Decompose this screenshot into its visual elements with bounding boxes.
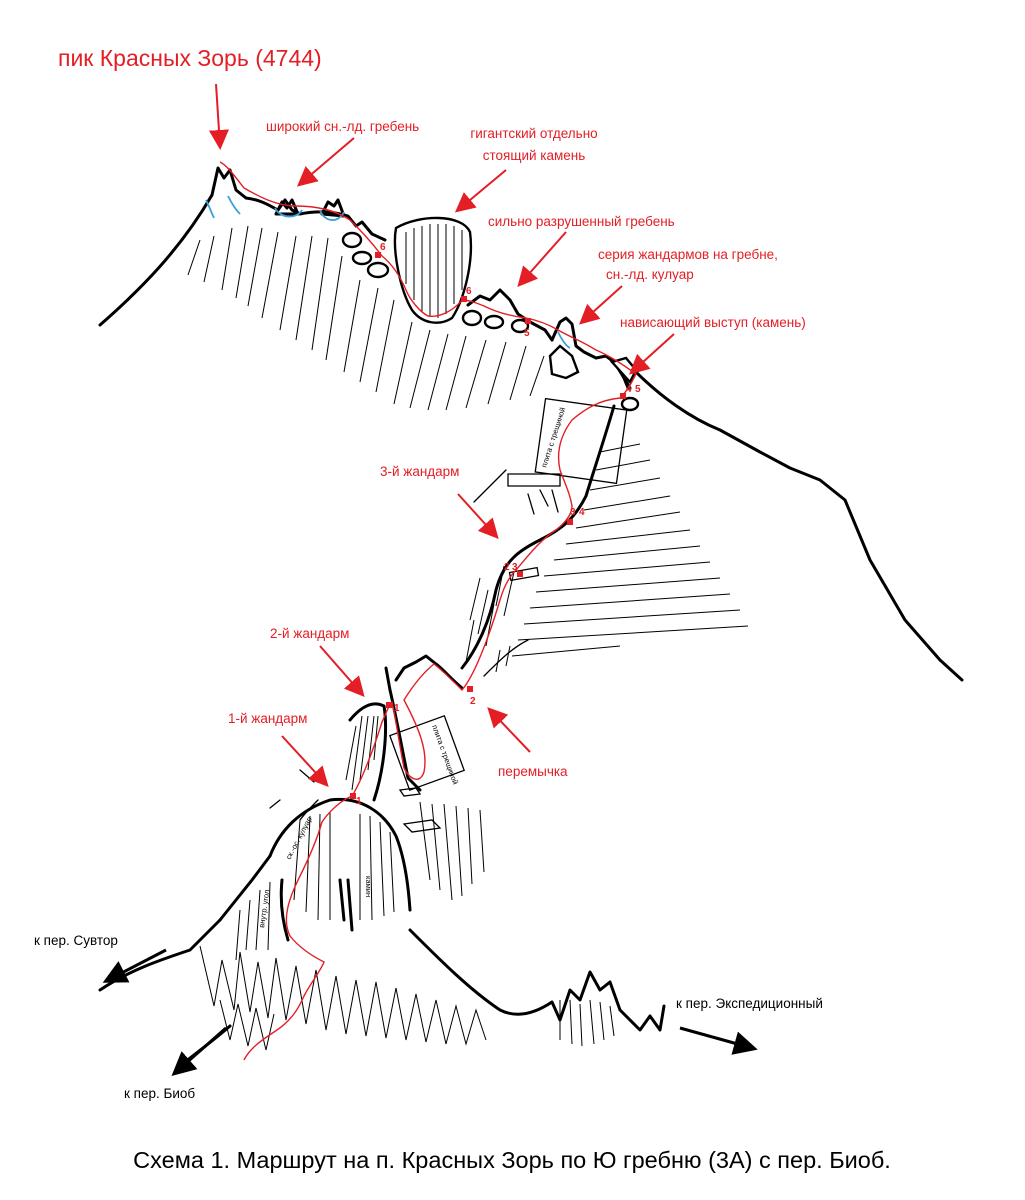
label-gendarme-1: 1-й жандарм <box>228 711 307 726</box>
belay-points <box>350 252 626 799</box>
belay-number: 6 <box>380 242 386 253</box>
label-arrows <box>208 83 675 787</box>
label-crack-slab-lower: плита с трещиной <box>430 724 460 786</box>
belay-number: 1 <box>394 703 400 714</box>
right-face <box>634 370 964 682</box>
belay-numbers: 6 6 5 4 5 3 4 2 3 2 1 1 <box>356 242 641 807</box>
crest-rocks <box>341 231 390 279</box>
base-slopes <box>98 918 666 1068</box>
third-gendarme <box>460 397 628 670</box>
upper-hatching <box>187 225 545 411</box>
belay-number: 3 <box>570 507 576 518</box>
first-gendarme <box>218 769 412 942</box>
belay-number: 4 <box>626 384 632 395</box>
label-gendarme-2: 2-й жандарм <box>270 626 349 641</box>
climbing-route <box>219 161 637 1061</box>
label-saddle: перемычка <box>498 764 568 779</box>
belay-number: 2 <box>470 696 476 707</box>
belay-number: 5 <box>635 384 641 395</box>
belay-number: 1 <box>356 796 362 807</box>
belay-number: 2 <box>504 562 510 573</box>
label-gendarmes-1: серия жандармов на гребне, <box>598 247 778 262</box>
figure-caption: Схема 1. Маршрут на п. Красных Зорь по Ю… <box>133 1147 891 1173</box>
label-pass-sutvor: к пер. Сувтор <box>34 933 118 948</box>
peak-title: пик Красных Зорь (4744) <box>58 45 322 71</box>
second-gendarme-hatching <box>345 715 485 901</box>
giant-stone-hatch <box>405 224 463 318</box>
upper-ridge <box>98 166 387 327</box>
saddle-area <box>394 639 529 690</box>
third-gendarme-hatching <box>465 443 749 663</box>
label-gendarmes-2: сн.-лд. кулуар <box>606 267 694 282</box>
scree-hatching <box>199 945 615 1051</box>
pass-arrows <box>102 948 758 1076</box>
label-pass-exped: к пер. Экспедиционный <box>676 996 823 1011</box>
belay-number: 4 <box>579 507 585 518</box>
label-giant-stone-2: стоящий камень <box>483 148 586 163</box>
belay-number: 6 <box>466 286 472 297</box>
belay-number: 3 <box>512 562 518 573</box>
belay-number: 5 <box>524 328 530 339</box>
label-overhang: нависающий выступ (камень) <box>620 315 806 330</box>
label-wide-ridge: широкий сн.-лд. гребень <box>266 119 419 134</box>
label-destroyed-ridge: сильно разрушенный гребень <box>488 214 675 229</box>
label-pass-biob: к пер. Биоб <box>124 1086 195 1101</box>
snow-ice-ridge <box>205 195 571 349</box>
label-giant-stone-1: гигантский отдельно <box>470 126 597 141</box>
label-gendarme-3: 3-й жандарм <box>380 464 459 479</box>
label-chimney: камин <box>364 876 373 897</box>
